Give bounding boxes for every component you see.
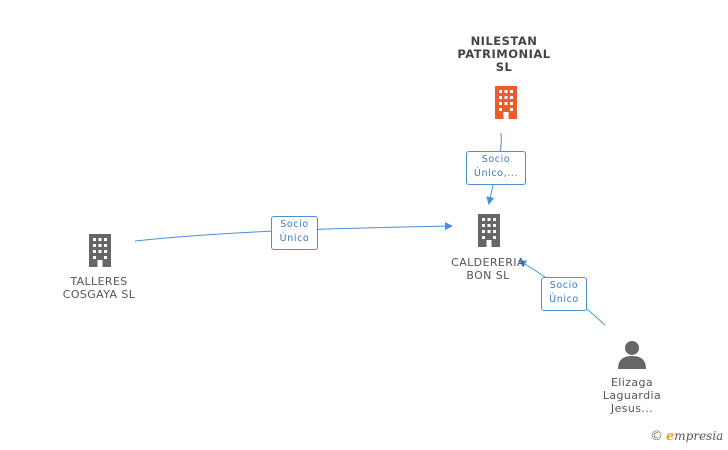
- building-icon[interactable]: [85, 233, 115, 267]
- node-label-line: BON SL: [466, 269, 510, 282]
- node-label-line: Jesus...: [610, 402, 654, 415]
- node-label-nilestan[interactable]: NILESTAN PATRIMONIAL SL: [446, 35, 562, 74]
- node-label-line: PATRIMONIAL: [457, 47, 551, 61]
- node-label-line: SL: [495, 60, 513, 74]
- empresia-logo-text: mpresia: [674, 429, 724, 443]
- edge-label-nilestan-caldereria[interactable]: Socio Único,...: [466, 151, 526, 185]
- edge-label-line: Único,...: [473, 168, 519, 179]
- node-label-line: Laguardia: [602, 389, 662, 402]
- building-icon[interactable]: [474, 213, 504, 247]
- node-label-line: NILESTAN: [470, 34, 538, 48]
- node-label-line: CALDERERIA: [451, 256, 525, 269]
- copyright-symbol: ©: [650, 429, 663, 444]
- empresia-watermark: ©empresia: [650, 429, 723, 444]
- person-icon[interactable]: [617, 339, 647, 369]
- node-label-line: TALLERES: [70, 275, 128, 288]
- node-label-line: COSGAYA SL: [62, 288, 136, 301]
- edge-label-elizaga-caldereria[interactable]: Socio Único: [541, 277, 587, 311]
- edge-label-line: Socio: [549, 280, 579, 291]
- edge-label-line: Único: [549, 294, 579, 305]
- edge-label-line: Socio: [481, 154, 511, 165]
- node-label-line: Elizaga: [610, 376, 654, 389]
- node-label-caldereria[interactable]: CALDERERIA BON SL: [436, 256, 540, 282]
- empresia-logo-initial: e: [666, 429, 675, 444]
- building-icon[interactable]: [491, 85, 521, 119]
- edge-label-talleres-caldereria[interactable]: Socio Único: [271, 216, 318, 250]
- node-label-elizaga[interactable]: Elizaga Laguardia Jesus...: [578, 376, 686, 415]
- edge-label-line: Socio: [280, 219, 309, 230]
- edge-label-line: Único: [279, 233, 310, 244]
- node-label-talleres[interactable]: TALLERES COSGAYA SL: [44, 275, 154, 301]
